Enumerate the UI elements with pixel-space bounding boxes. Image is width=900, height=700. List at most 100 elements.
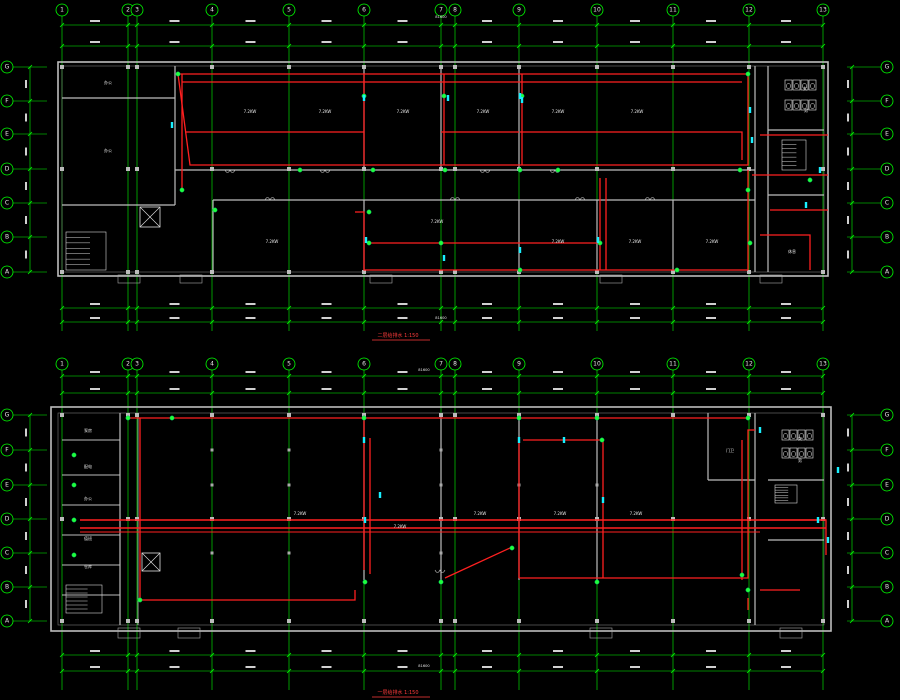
axis-bubble-8 <box>448 357 462 371</box>
room-label: 男 <box>798 458 802 463</box>
dim-text-mark <box>90 371 100 373</box>
riser-valve <box>674 267 680 273</box>
axis-label-l-8: 8 <box>453 361 457 368</box>
fixture-mark <box>601 497 605 503</box>
dim-text-mark <box>781 303 791 305</box>
row-bubble-left-A <box>0 614 14 628</box>
dim-tick <box>670 22 676 28</box>
dim-tick <box>820 305 826 311</box>
riser-valve <box>594 579 600 585</box>
dim-tick <box>361 319 367 325</box>
axis-label-l-3: 3 <box>135 361 139 368</box>
column-post <box>60 413 64 417</box>
dim-text-mark <box>781 371 791 373</box>
row-label-left-l-A: A <box>5 618 10 625</box>
row-dim-tick <box>27 412 33 418</box>
dim-tick <box>286 668 292 674</box>
toilet-stall <box>808 99 817 111</box>
dim-text-mark <box>630 20 640 22</box>
dim-tick <box>361 43 367 49</box>
dim-tick <box>134 43 140 49</box>
overall-dimension: 81600 <box>435 15 447 19</box>
dim-text-mark <box>321 303 332 305</box>
dim-tick <box>516 373 522 379</box>
dim-text-mark <box>245 666 256 668</box>
riser-valve <box>362 579 368 585</box>
toilet-stall <box>800 99 809 111</box>
dim-tick <box>361 390 367 396</box>
fixture-mark <box>378 492 382 498</box>
axis-label-u-12: 12 <box>745 7 753 14</box>
fixture-mark <box>364 237 368 243</box>
dim-text-mark <box>630 317 640 319</box>
riser-valve <box>366 209 372 215</box>
row-dim-tick <box>27 166 33 172</box>
dim-text-mark <box>245 41 256 43</box>
axis-bubble-12 <box>742 357 756 371</box>
toilet-stall <box>784 99 793 111</box>
column-post <box>210 270 214 274</box>
column-post <box>453 413 457 417</box>
row-dim-text-mark <box>25 113 27 122</box>
room-label: 7.2KW <box>431 219 444 224</box>
riser-valve <box>366 240 372 246</box>
door-swing <box>574 197 586 201</box>
row-dim-tick <box>849 200 855 206</box>
toilet-stall <box>808 79 817 91</box>
axis-label-l-6: 6 <box>362 361 366 368</box>
toilet-stall <box>789 447 798 459</box>
room-label: 办公 <box>104 147 112 153</box>
row-label-left-l-C: C <box>5 550 9 557</box>
axis-bubble-6 <box>357 357 371 371</box>
axis-label-u-2: 2 <box>126 7 130 14</box>
row-label-right-u-B: B <box>885 234 889 241</box>
axis-bubble-5 <box>282 3 296 17</box>
dim-text-mark <box>245 388 256 390</box>
interior-column <box>210 551 214 555</box>
dim-tick <box>438 668 444 674</box>
toilet-bowl <box>794 102 799 110</box>
row-bubble-left-E <box>0 478 14 492</box>
row-label-left-l-D: D <box>5 516 10 523</box>
row-dim-text-mark <box>847 566 849 574</box>
toilet-bowl <box>794 82 799 90</box>
column-post <box>135 413 139 417</box>
row-dim-tick <box>27 234 33 240</box>
toilet-bowl <box>791 432 796 440</box>
dim-text-mark <box>397 371 408 373</box>
column-post <box>595 619 599 623</box>
room-label: 7.2KW <box>552 109 565 114</box>
row-dim-tick <box>849 269 855 275</box>
riser-valve <box>745 187 751 193</box>
dim-text-mark <box>630 303 640 305</box>
dim-text-mark <box>397 41 408 43</box>
dim-tick <box>59 390 65 396</box>
row-dim-text-mark <box>847 498 849 506</box>
dim-tick <box>516 22 522 28</box>
dim-tick <box>286 22 292 28</box>
column-post <box>747 413 751 417</box>
dim-text-mark <box>90 650 100 652</box>
dim-text-mark <box>553 20 563 22</box>
dim-tick <box>438 22 444 28</box>
dim-tick <box>438 373 444 379</box>
axis-bubble-11 <box>666 3 680 17</box>
dim-tick <box>670 43 676 49</box>
dim-tick <box>670 373 676 379</box>
dim-text-mark <box>630 650 640 652</box>
toilet-bowl <box>807 450 812 458</box>
column-post <box>210 619 214 623</box>
dim-text-mark <box>90 317 100 319</box>
dim-tick <box>134 305 140 311</box>
pipe-run <box>177 73 749 166</box>
row-label-right-u-E: E <box>885 131 889 138</box>
row-bubble-right-G <box>880 60 894 74</box>
row-dim-tick <box>27 584 33 590</box>
row-label-right-l-C: C <box>885 550 889 557</box>
fixture-mark <box>518 93 522 99</box>
dim-tick <box>438 305 444 311</box>
row-bubble-left-D <box>0 162 14 176</box>
fixture-mark <box>750 137 754 143</box>
room-label: 7.2KW <box>630 511 643 516</box>
dim-text-mark <box>482 666 492 668</box>
